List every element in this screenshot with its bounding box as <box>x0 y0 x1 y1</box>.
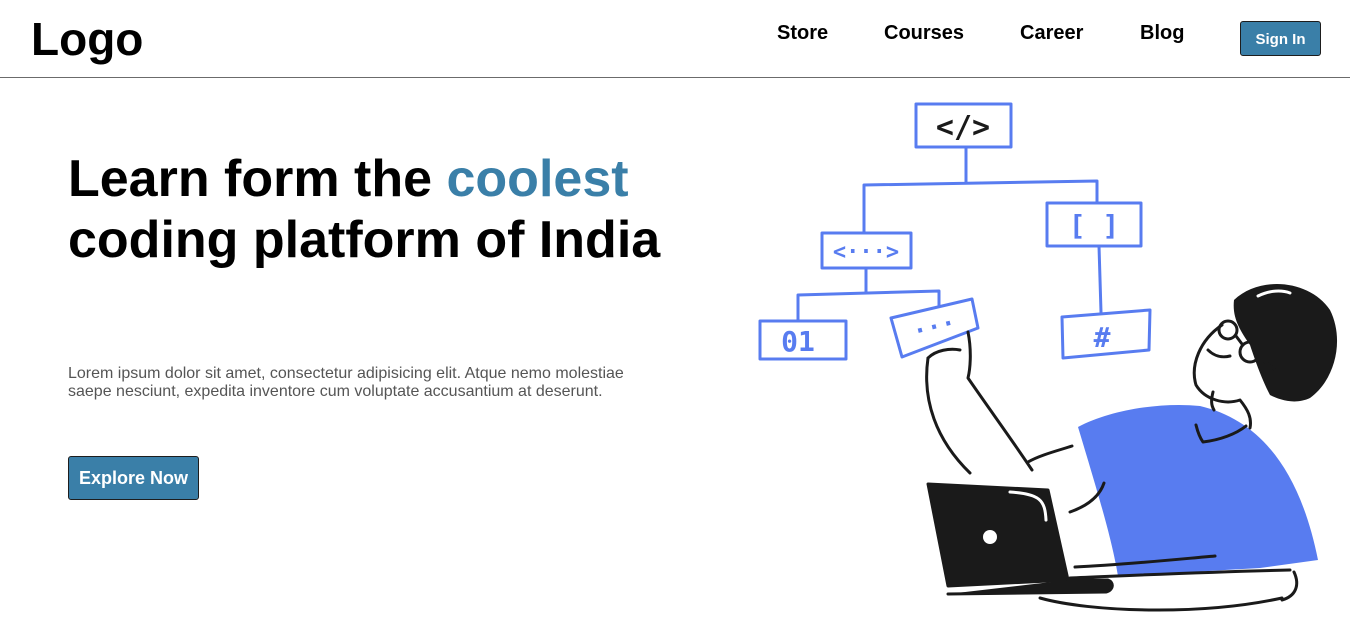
leaf-mid-box <box>889 297 980 359</box>
nav-link-blog[interactable]: Blog <box>1140 22 1185 44</box>
hero-title: Learn form the coolest coding platform o… <box>68 149 708 271</box>
glasses-left-lens <box>1217 319 1239 341</box>
logo[interactable]: Logo <box>31 13 144 65</box>
hero-title-part1: Learn form the <box>68 150 447 208</box>
coder-illustration: </> <···> [ ] 01 ··· # <box>758 102 1338 612</box>
leaf-right-label: # <box>1094 321 1111 354</box>
hero-description: Lorem ipsum dolor sit amet, consectetur … <box>68 365 624 400</box>
glasses-right-lens <box>1238 340 1262 364</box>
sign-in-button[interactable]: Sign In <box>1240 21 1321 56</box>
leaf-left-label: 01 <box>781 325 815 358</box>
leaf-mid-label: ··· <box>910 308 959 346</box>
root-node-box <box>914 102 1013 149</box>
left-node-label: <···> <box>833 240 899 265</box>
navbar: Logo Store Courses Career Blog Sign In <box>0 0 1350 78</box>
nav-link-courses[interactable]: Courses <box>884 22 965 44</box>
code-tree-diagram <box>758 102 1152 361</box>
root-node-label: </> <box>936 110 990 145</box>
nav-link-career[interactable]: Career <box>1020 22 1084 44</box>
hero-title-accent: coolest <box>446 150 629 208</box>
laptop <box>926 482 1070 588</box>
laptop-logo <box>983 530 997 544</box>
person-figure <box>925 283 1338 612</box>
raised-arm-back <box>925 356 972 475</box>
left-node-box <box>820 231 913 270</box>
hair <box>1233 283 1338 402</box>
shirt <box>1078 404 1318 576</box>
hero-title-part2: coding platform of India <box>68 211 661 269</box>
leaf-left-box <box>758 319 848 361</box>
raised-arm-front <box>966 330 1034 472</box>
right-node-label: [ ] <box>1069 209 1120 242</box>
nav-link-store[interactable]: Store <box>777 22 829 44</box>
right-node-box <box>1045 201 1143 248</box>
leaf-right-box <box>1060 308 1152 360</box>
explore-now-button[interactable]: Explore Now <box>68 456 199 500</box>
